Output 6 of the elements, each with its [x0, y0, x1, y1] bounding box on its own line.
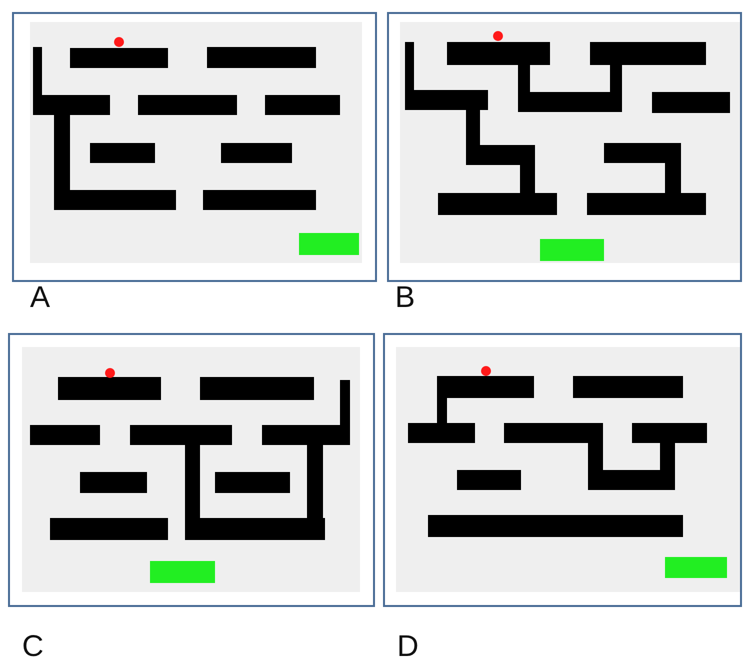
maze-panel [12, 12, 377, 282]
panel-label: C [22, 632, 44, 662]
maze-panel [8, 333, 375, 607]
panel-label: A [30, 283, 50, 313]
panel-label: B [395, 283, 416, 313]
panel-label: D [397, 632, 419, 662]
